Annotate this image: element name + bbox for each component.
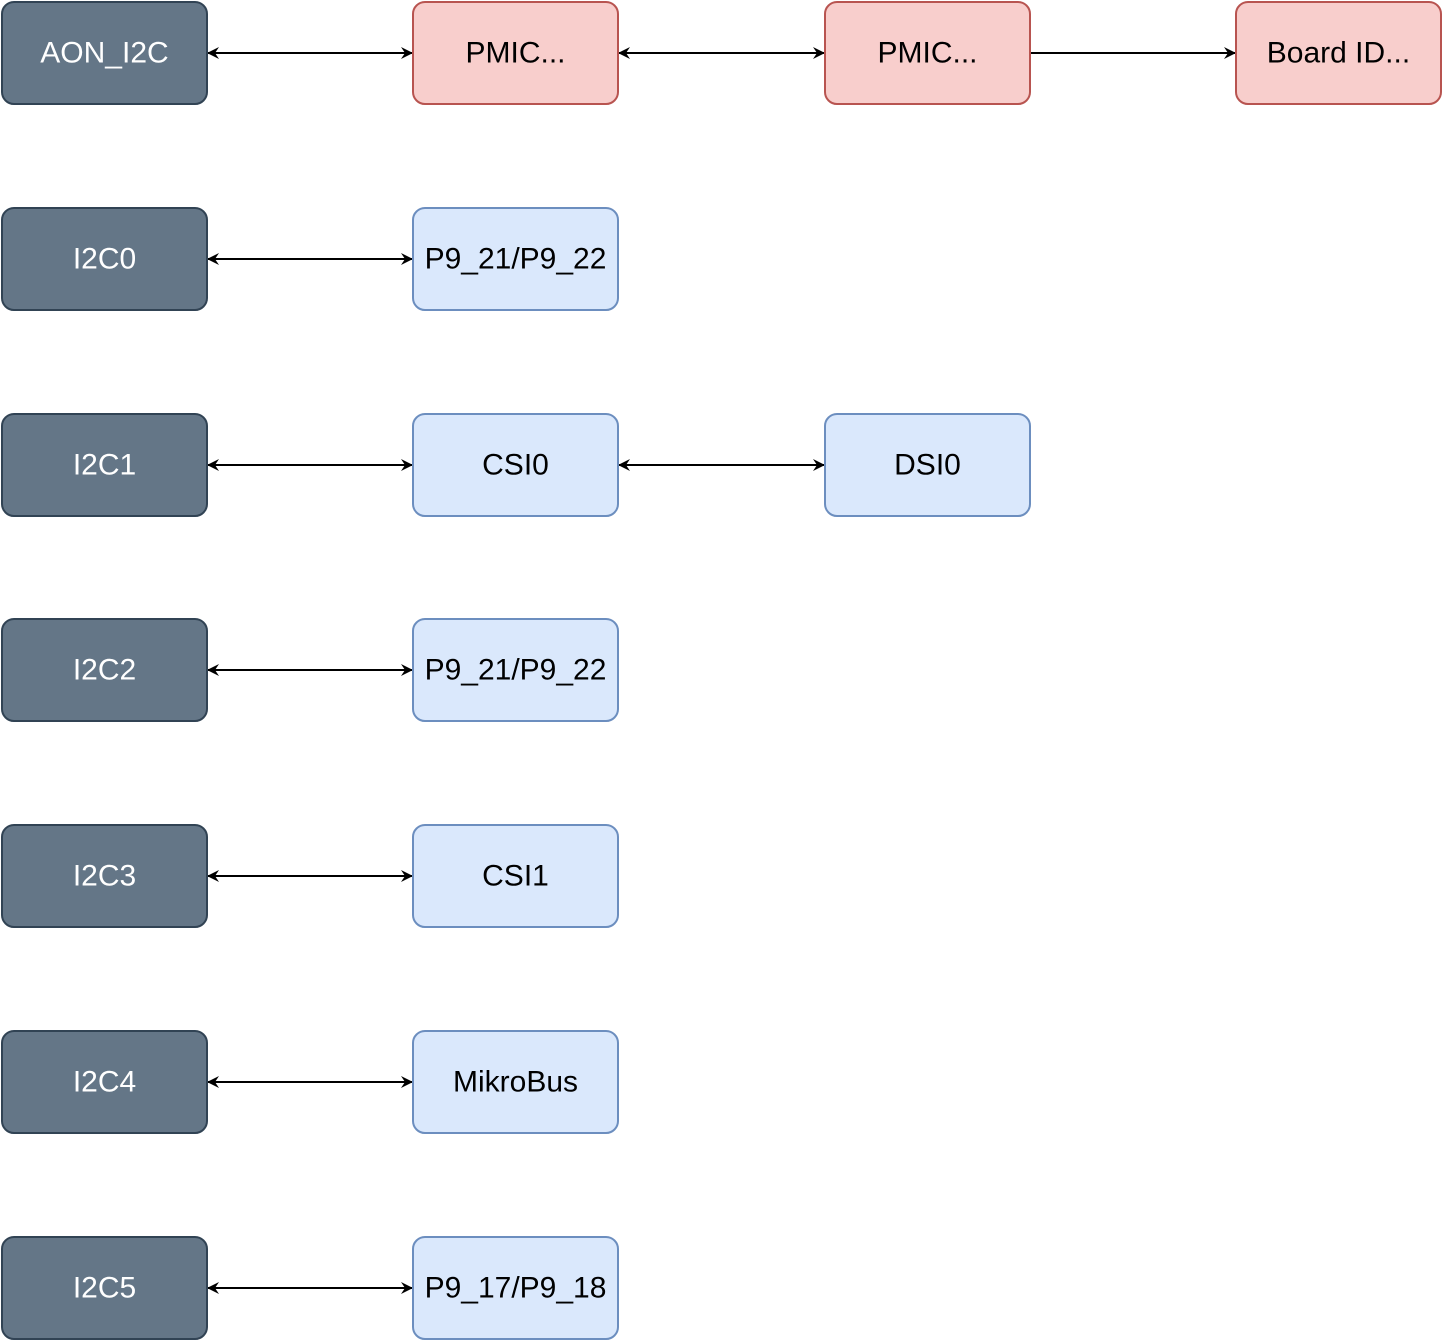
device-i2c5-1-label: P9_17/P9_18 [425,1272,607,1305]
device-aon-i2c-2-box [824,1,1031,105]
controller-i2c2: I2C2 [1,618,208,722]
device-aon-i2c-2-label: PMIC... [877,37,977,70]
device-i2c1-2-box [824,413,1031,517]
controller-i2c4: I2C4 [1,1030,208,1134]
device-i2c5-1-box [412,1236,619,1340]
device-i2c1-1-box [412,413,619,517]
controller-i2c4-label: I2C4 [73,1066,136,1099]
device-aon-i2c-2: PMIC... [824,1,1031,105]
device-aon-i2c-1-box [412,1,619,105]
device-i2c5-1: P9_17/P9_18 [412,1236,619,1340]
device-i2c2-1-label: P9_21/P9_22 [425,654,607,687]
device-i2c4-1-label: MikroBus [453,1066,578,1099]
device-i2c4-1: MikroBus [412,1030,619,1134]
device-aon-i2c-1: PMIC... [412,1,619,105]
device-i2c3-1: CSI1 [412,824,619,928]
controller-i2c5: I2C5 [1,1236,208,1340]
controller-aon-i2c-label: AON_I2C [40,37,168,70]
controller-i2c2-box [1,618,208,722]
device-aon-i2c-3-label: Board ID... [1267,37,1410,70]
controller-i2c3-box [1,824,208,928]
device-i2c0-1-box [412,207,619,311]
controller-i2c5-box [1,1236,208,1340]
controller-i2c1-label: I2C1 [73,449,136,482]
device-i2c2-1: P9_21/P9_22 [412,618,619,722]
controller-i2c3-label: I2C3 [73,860,136,893]
device-i2c2-1-box [412,618,619,722]
device-aon-i2c-3: Board ID... [1235,1,1442,105]
controller-i2c1-box [1,413,208,517]
controller-i2c0-box [1,207,208,311]
controller-i2c1: I2C1 [1,413,208,517]
device-i2c1-1: CSI0 [412,413,619,517]
device-i2c1-1-label: CSI0 [482,449,549,482]
controller-aon-i2c: AON_I2C [1,1,208,105]
device-i2c0-1-label: P9_21/P9_22 [425,243,607,276]
controller-i2c4-box [1,1030,208,1134]
device-i2c0-1: P9_21/P9_22 [412,207,619,311]
controller-i2c0: I2C0 [1,207,208,311]
device-i2c1-2: DSI0 [824,413,1031,517]
device-aon-i2c-3-box [1235,1,1442,105]
device-i2c3-1-label: CSI1 [482,860,549,893]
controller-i2c3: I2C3 [1,824,208,928]
controller-aon-i2c-box [1,1,208,105]
controller-i2c2-label: I2C2 [73,654,136,687]
device-i2c3-1-box [412,824,619,928]
device-aon-i2c-1-label: PMIC... [465,37,565,70]
controller-i2c0-label: I2C0 [73,243,136,276]
device-i2c4-1-box [412,1030,619,1134]
device-i2c1-2-label: DSI0 [894,449,961,482]
controller-i2c5-label: I2C5 [73,1272,136,1305]
